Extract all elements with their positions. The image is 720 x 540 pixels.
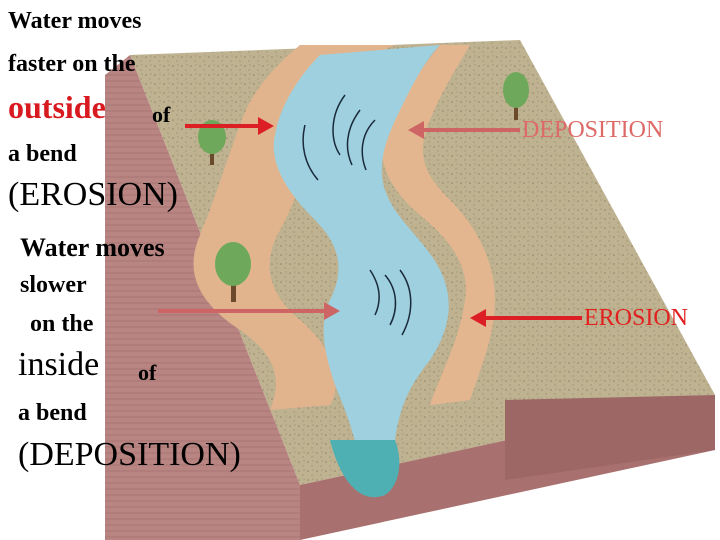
outside-word: outside [8, 89, 106, 125]
outside-text-erosion: (EROSION) [8, 176, 178, 213]
tree-icon [503, 72, 529, 120]
block-front-face [105, 55, 300, 540]
current-arrows [302, 94, 412, 336]
outside-text-line4: a bend [8, 141, 77, 167]
inside-text-line5: a bend [18, 400, 87, 426]
inside-text-deposition: (DEPOSITION) [18, 436, 241, 473]
inside-word: inside [18, 346, 100, 383]
river-water [273, 45, 449, 471]
river-cross-section [330, 440, 400, 498]
outside-text-line1: Water moves [8, 8, 142, 34]
inside-of: of [138, 360, 157, 385]
left-bank [193, 45, 395, 410]
inside-text-line3: on the [30, 311, 94, 337]
deposition-arrow [408, 121, 520, 139]
tree-icon [198, 120, 226, 165]
inside-bend-arrow [158, 302, 340, 320]
outside-bend-arrow [185, 117, 274, 135]
right-bank [381, 45, 495, 405]
inside-text-line2: slower [20, 272, 87, 298]
right-deposition-label: DEPOSITION [522, 117, 664, 143]
erosion-arrow [470, 309, 582, 327]
outside-of: of [152, 102, 171, 127]
inside-text-line1: Water moves [20, 233, 165, 262]
outside-text-line2: faster on the [8, 51, 136, 77]
right-erosion-label: EROSION [584, 305, 689, 331]
tree-icon [215, 242, 251, 302]
